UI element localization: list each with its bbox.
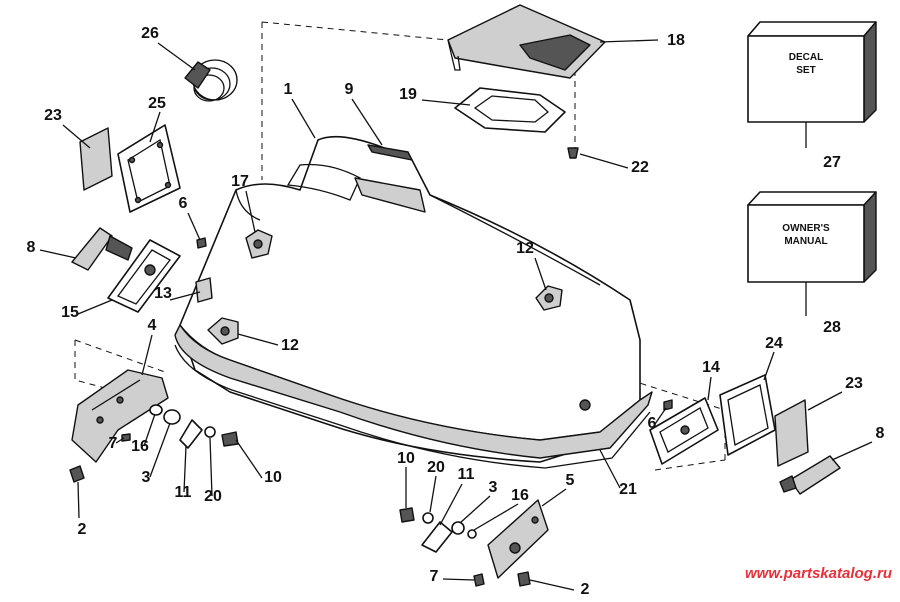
screw-6-left xyxy=(196,237,207,249)
callout-c23b: 23 xyxy=(845,375,863,392)
callout-c20a: 20 xyxy=(204,488,222,505)
callout-c27: 27 xyxy=(823,154,841,171)
gasket-15 xyxy=(107,239,181,313)
cover-fittings xyxy=(195,229,591,411)
callout-c7b: 7 xyxy=(430,568,439,585)
bracket-5 xyxy=(487,499,549,579)
decal-23-right xyxy=(774,399,809,467)
wiring-harness xyxy=(184,59,238,102)
callout-c1: 1 xyxy=(284,81,293,98)
callout-c6a: 6 xyxy=(179,195,188,212)
top-cover xyxy=(447,4,606,79)
handle-8-left xyxy=(71,227,133,271)
bracket-4 xyxy=(71,369,169,463)
callout-c15: 15 xyxy=(61,304,79,321)
callout-c11a: 11 xyxy=(175,484,192,501)
mounting-plate-24 xyxy=(719,374,776,456)
callout-c28: 28 xyxy=(823,319,841,336)
screw-22 xyxy=(567,147,579,159)
callout-c16a: 16 xyxy=(131,438,149,455)
top-seal xyxy=(454,87,566,133)
decal-box-line2: SET xyxy=(796,65,815,76)
callout-c16b: 16 xyxy=(511,487,529,504)
callout-c6b: 6 xyxy=(648,415,657,432)
manual-box-line1: OWNER'S xyxy=(782,223,830,234)
callout-c9: 9 xyxy=(345,81,354,98)
callout-c3a: 3 xyxy=(142,469,151,486)
callout-c12b: 12 xyxy=(281,337,299,354)
decal-23-left xyxy=(79,127,113,191)
callout-c8a: 8 xyxy=(27,239,36,256)
leader-lines xyxy=(39,39,873,591)
watermark-text: www.partskatalog.ru xyxy=(745,565,892,582)
callout-c17: 17 xyxy=(231,173,249,190)
callout-c12a: 12 xyxy=(516,240,534,257)
callout-c22: 22 xyxy=(631,159,649,176)
callout-c11b: 11 xyxy=(458,466,475,483)
callout-c8b: 8 xyxy=(876,425,885,442)
handle-8-right xyxy=(779,455,841,495)
callout-c23a: 23 xyxy=(44,107,62,124)
callout-c18: 18 xyxy=(667,32,685,49)
callout-c26: 26 xyxy=(141,25,159,42)
screw-6-right xyxy=(663,399,673,411)
gasket-14 xyxy=(649,397,719,465)
owners-manual-box: OWNER'S MANUAL xyxy=(747,191,877,283)
callout-c25: 25 xyxy=(148,95,166,112)
mounting-plate-25 xyxy=(117,124,181,213)
callout-c7a: 7 xyxy=(109,435,118,452)
callout-c3b: 3 xyxy=(489,479,498,496)
decal-box-line1: DECAL xyxy=(789,52,823,63)
callout-c14: 14 xyxy=(702,359,720,376)
hardware-right xyxy=(399,507,531,587)
engine-cover xyxy=(174,135,653,469)
callout-c2a: 2 xyxy=(78,521,87,538)
callout-c10a: 10 xyxy=(264,469,282,486)
callout-c21: 21 xyxy=(619,481,637,498)
callout-c5: 5 xyxy=(566,472,575,489)
decal-set-box: DECAL SET xyxy=(747,21,877,123)
manual-box-line2: MANUAL xyxy=(784,236,827,247)
callout-c2b: 2 xyxy=(581,581,590,598)
callout-c4: 4 xyxy=(148,317,157,334)
callout-c20b: 20 xyxy=(427,459,445,476)
callout-c10b: 10 xyxy=(397,450,415,467)
callout-c24: 24 xyxy=(765,335,783,352)
callout-c19: 19 xyxy=(399,86,417,103)
callout-c13: 13 xyxy=(154,285,172,302)
